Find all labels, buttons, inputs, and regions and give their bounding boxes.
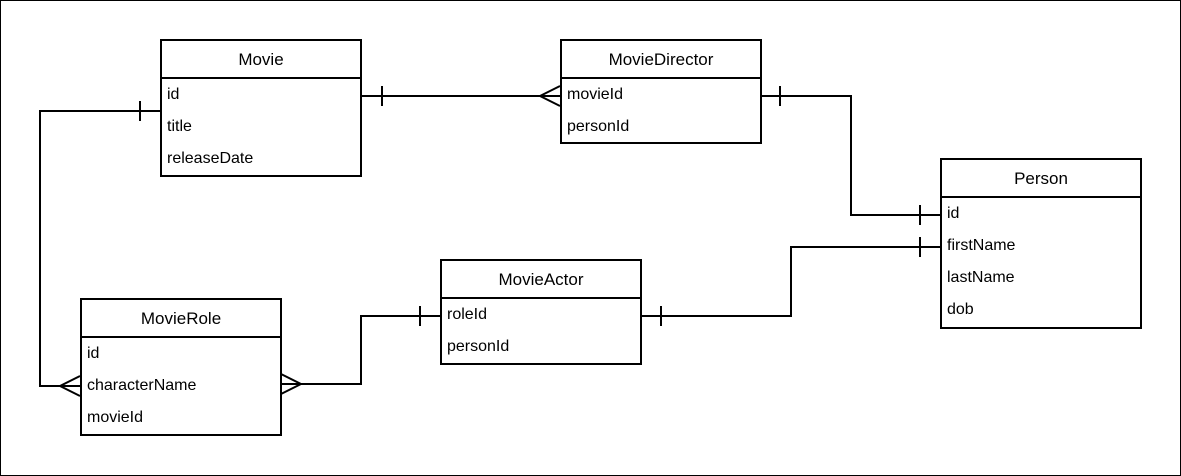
field-dob: dob — [947, 301, 974, 318]
link-moviedirector-person — [761, 86, 940, 225]
field-id: id — [87, 345, 100, 362]
field-title: title — [167, 118, 192, 135]
entity-title: MovieRole — [82, 300, 280, 338]
link-movie-movierole — [39, 101, 160, 397]
field-id: id — [947, 205, 960, 222]
entity-movieactor[interactable]: MovieActor roleId personId — [440, 259, 642, 365]
field-movieid: movieId — [87, 409, 144, 426]
field-id: id — [167, 86, 180, 103]
field-lastname: lastName — [947, 269, 1015, 286]
field-personid: personId — [567, 118, 630, 135]
field-firstname: firstName — [947, 237, 1016, 254]
link-movieactor-person — [641, 237, 940, 326]
entity-moviedirector[interactable]: MovieDirector movieId personId — [560, 39, 762, 144]
field-personid: personId — [447, 338, 510, 355]
entity-title: Movie — [162, 41, 360, 79]
entity-title: Person — [942, 160, 1140, 198]
link-movie-moviedirector — [361, 85, 561, 107]
field-charactername: characterName — [87, 377, 197, 394]
entity-title: MovieActor — [442, 261, 640, 299]
entity-movie[interactable]: Movie id title releaseDate — [160, 39, 362, 177]
entity-title: MovieDirector — [562, 41, 760, 79]
field-releasedate: releaseDate — [167, 150, 254, 167]
field-roleid: roleId — [447, 306, 488, 323]
field-movieid: movieId — [567, 86, 624, 103]
entity-person[interactable]: Person id firstName lastName dob — [940, 158, 1142, 329]
link-movierole-movieactor — [280, 306, 440, 395]
entity-movierole[interactable]: MovieRole id characterName movieId — [80, 298, 282, 436]
